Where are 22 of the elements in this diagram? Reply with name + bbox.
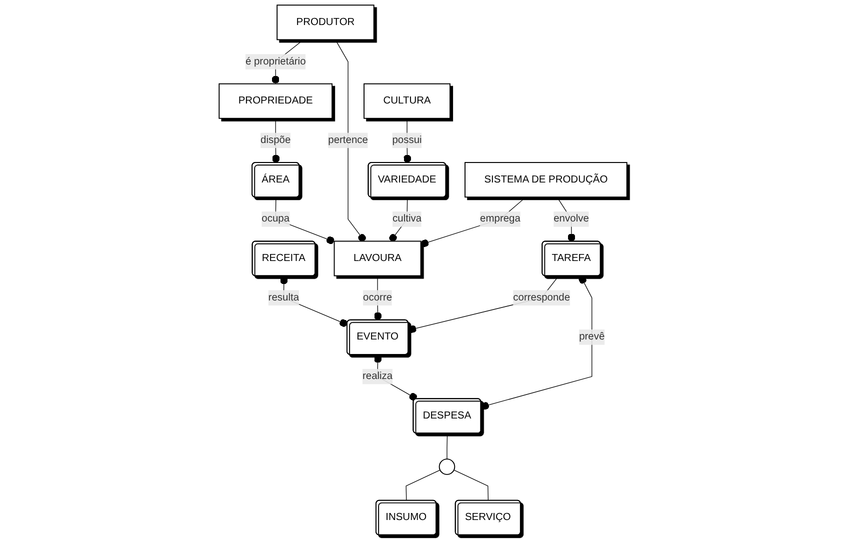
edge-label: dispõe: [260, 134, 291, 146]
edge-label: ocorre: [363, 292, 392, 303]
connector: [335, 39, 366, 242]
edge-label: emprega: [480, 213, 520, 224]
node-box: SISTEMA DE PRODUÇÃO: [464, 162, 628, 198]
edge-label: resulta: [268, 292, 300, 303]
edge-label: possui: [392, 134, 422, 146]
edge-label: é proprietário: [245, 56, 306, 67]
connector: [480, 276, 592, 410]
connector: [420, 196, 526, 248]
node-circle: [438, 458, 456, 475]
node-box: LAVOURA: [334, 240, 422, 276]
edge-label: realiza: [362, 370, 393, 382]
edge-label: prevê: [579, 331, 605, 342]
edge-label: envolve: [554, 213, 589, 224]
edge-label: pertence: [328, 134, 368, 146]
edge-label: corresponde: [513, 292, 570, 303]
node-box: CULTURA: [364, 83, 450, 119]
node-box: PRODUTOR: [276, 4, 374, 40]
edge-label: ocupa: [262, 213, 290, 224]
edge-label: cultiva: [392, 213, 422, 224]
node-box: PROPRIEDADE: [218, 83, 333, 119]
